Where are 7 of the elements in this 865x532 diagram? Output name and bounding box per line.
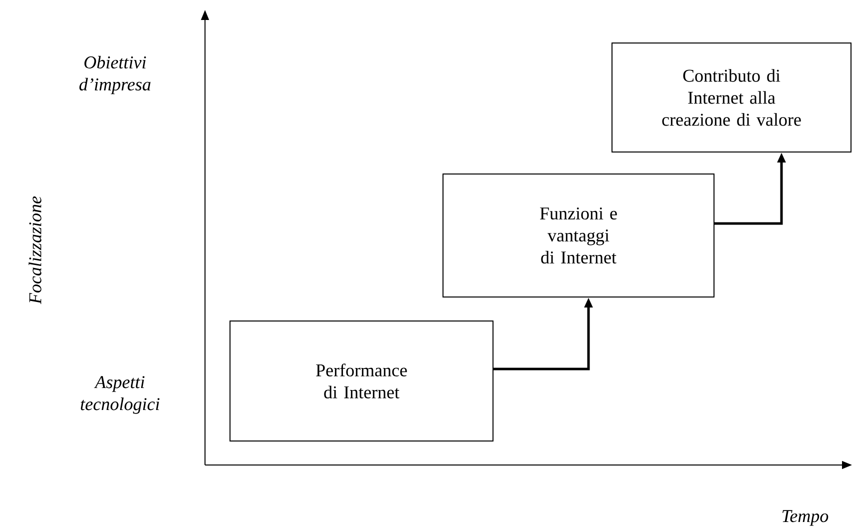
process-box: Contributo di Internet alla creazione di valore xyxy=(612,42,852,152)
process-box: Performance di Internet xyxy=(230,320,494,442)
axis-label: Focalizzazione xyxy=(28,196,42,304)
axis-label: Aspetti tecnologici xyxy=(80,376,160,414)
process-box: Funzioni e vantaggi di Internet xyxy=(442,174,714,298)
axis-label: Obiettivi d’impresa xyxy=(79,56,150,94)
axis-label: Tempo xyxy=(782,510,828,526)
